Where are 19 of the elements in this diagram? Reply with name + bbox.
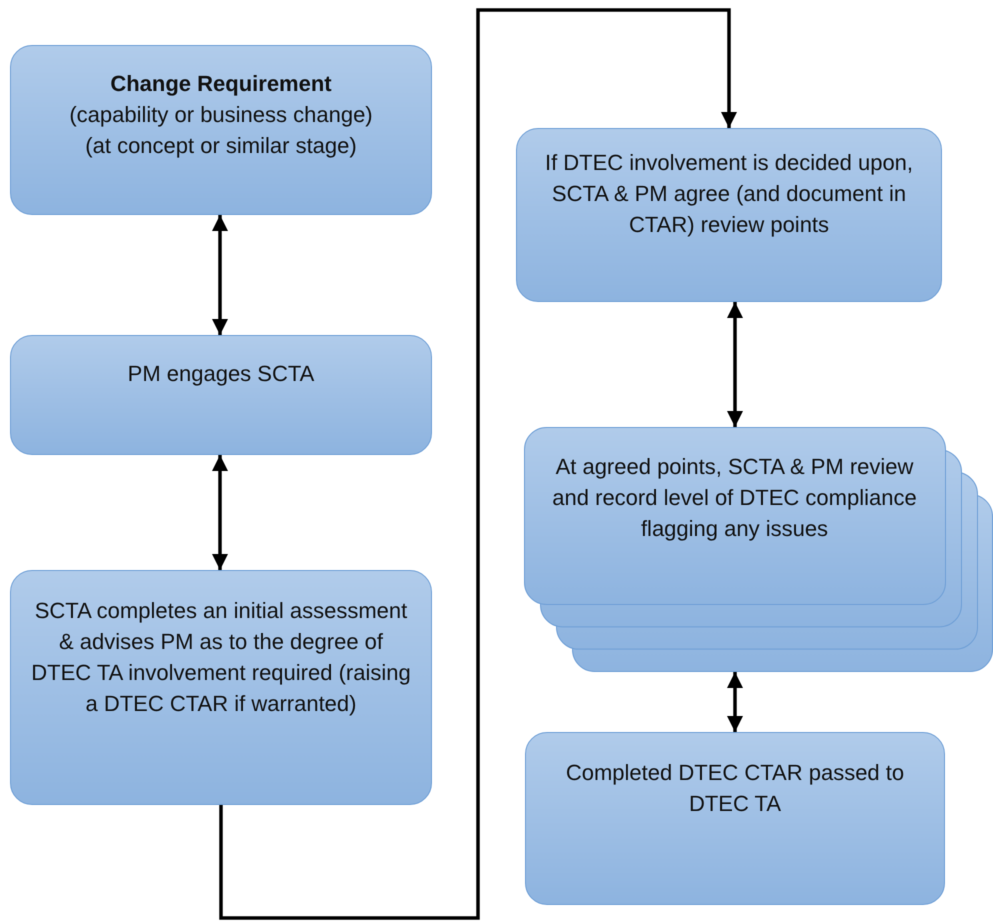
process-box <box>525 732 945 905</box>
arrow <box>212 455 228 570</box>
arrow <box>219 8 737 920</box>
box-text: Completed DTEC CTAR passed to DTEC TA <box>564 759 906 818</box>
process-box <box>10 335 432 455</box>
box-text: PM engages SCTA <box>128 360 314 388</box>
box-text: If DTEC involvement is decided upon, SCTA & PM agree (and document in CTAR) review points <box>544 149 914 239</box>
process-box <box>516 128 942 302</box>
process-box <box>10 570 432 805</box>
arrow <box>727 302 743 427</box>
arrow <box>212 215 228 335</box>
arrow <box>727 672 743 732</box>
box-text: SCTA completes an initial assessment & advises PM as to the degree of DTEC TA involvement required (raising a DTEC CTAR if warranted) <box>30 597 412 718</box>
process-box <box>10 45 432 215</box>
box-heading: Change Requirement <box>110 70 332 98</box>
box-text: At agreed points, SCTA & PM review and record level of DTEC compliance flagging any issues <box>551 453 918 543</box>
box-text: (at concept or similar stage) <box>85 132 357 160</box>
stacked-process-box <box>524 427 993 672</box>
box-text: (capability or business change) <box>69 101 373 129</box>
